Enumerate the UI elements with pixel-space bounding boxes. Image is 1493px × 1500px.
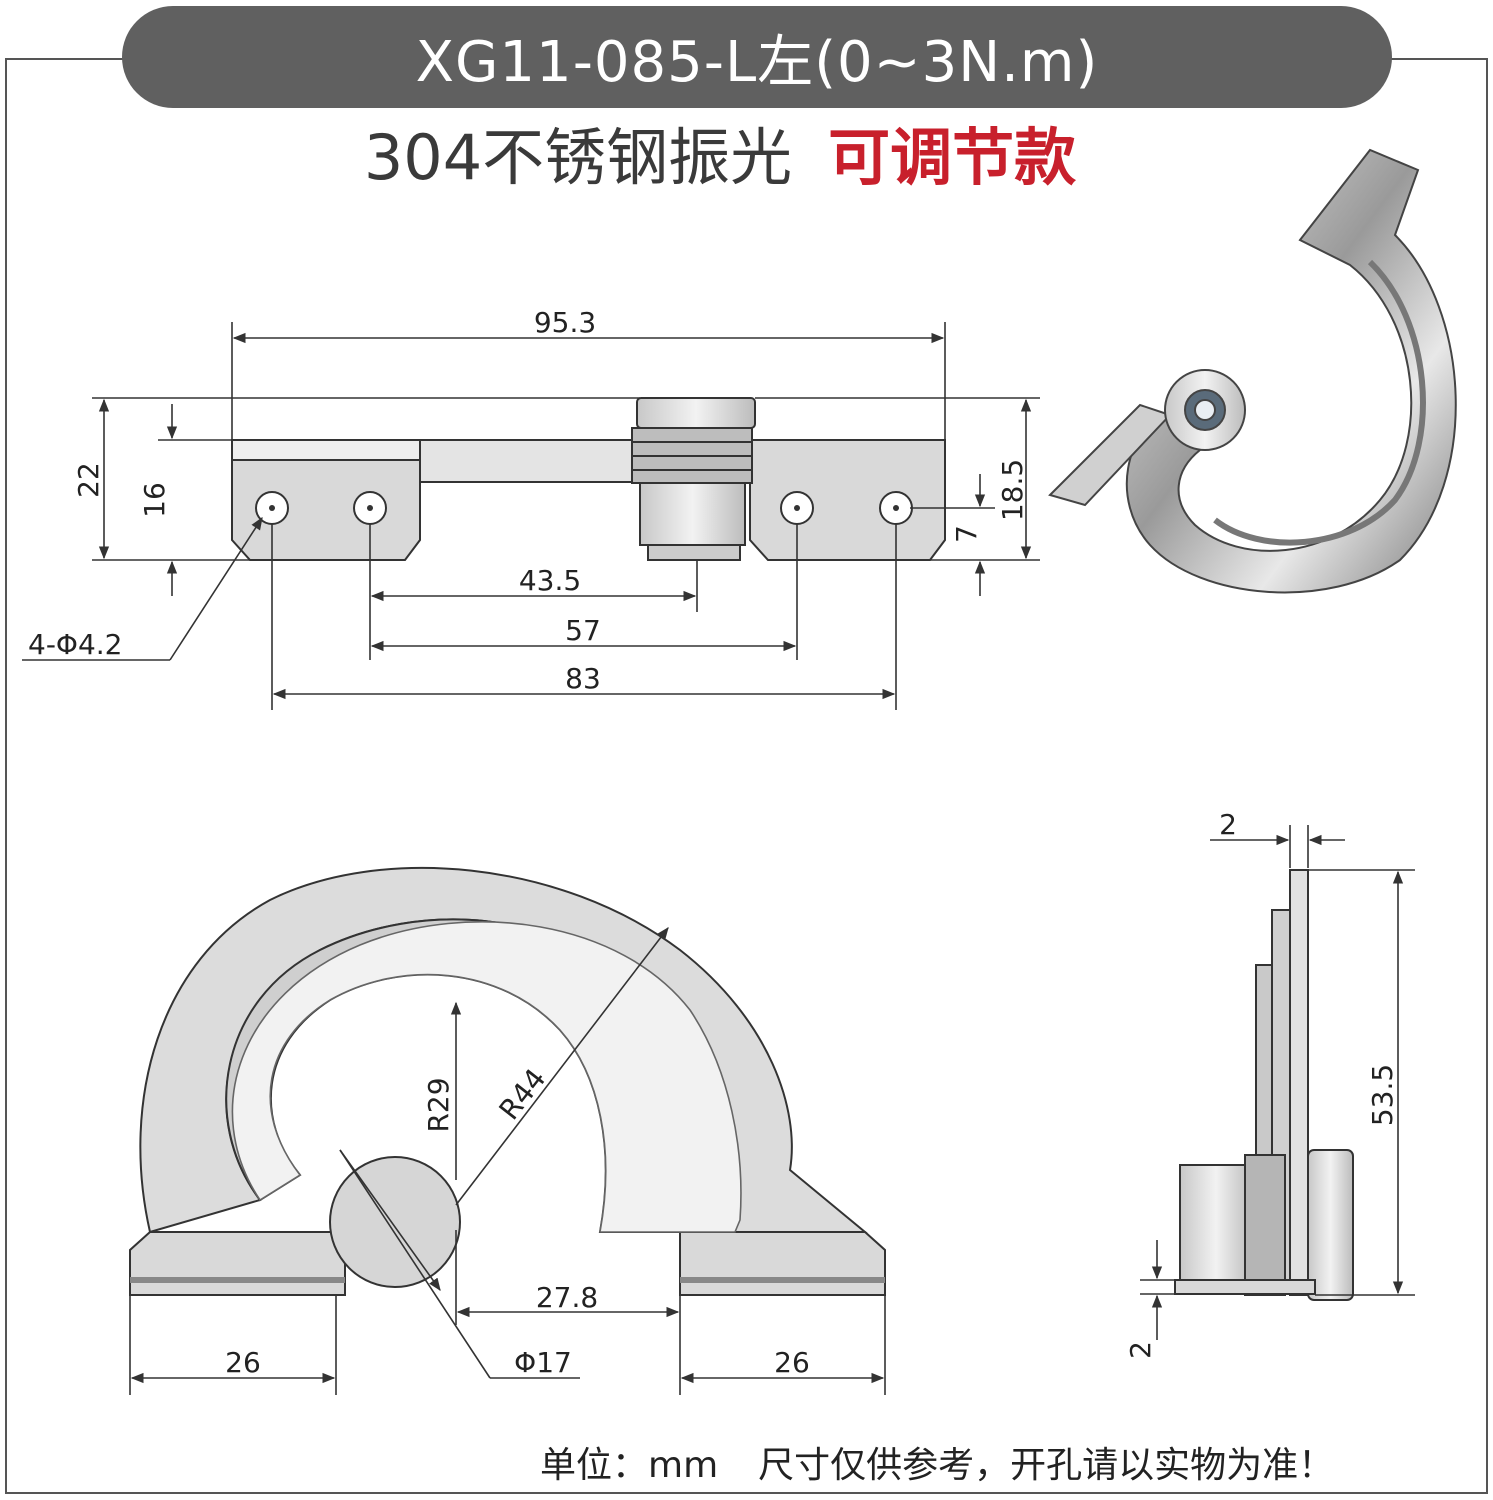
side-spring bbox=[1244, 1154, 1286, 1296]
pivot-hole bbox=[1194, 399, 1216, 421]
dim-holes: 4-Φ4.2 bbox=[28, 628, 123, 661]
connecting-bar bbox=[419, 439, 651, 483]
hook-arm bbox=[1125, 148, 1457, 594]
dim-left-foot: 26 bbox=[225, 1346, 261, 1379]
dim-hole-offset: 7 bbox=[950, 525, 983, 543]
side-base bbox=[1174, 1279, 1316, 1295]
front-base-right bbox=[679, 1231, 886, 1296]
side-view bbox=[1174, 869, 1354, 1301]
footnote: 单位：mm 尺寸仅供参考，开孔请以实物为准！ bbox=[540, 1436, 1334, 1488]
left-plate-top bbox=[231, 439, 421, 461]
material-label: 304不锈钢振光 bbox=[363, 121, 793, 194]
hook-slot bbox=[1213, 259, 1426, 546]
dim-height-outer: 22 bbox=[72, 462, 105, 498]
side-view-dimensions bbox=[1140, 825, 1415, 1340]
hinge-base bbox=[647, 544, 741, 561]
right-plate bbox=[749, 439, 946, 561]
adjustable-label: 可调节款 bbox=[828, 121, 1077, 194]
product-3d-view bbox=[1048, 148, 1457, 594]
dim-side-height: 53.5 bbox=[1366, 1064, 1399, 1126]
dim-57: 57 bbox=[565, 614, 601, 647]
dim-thickness-bottom: 2 bbox=[1124, 1341, 1157, 1359]
dim-83: 83 bbox=[565, 662, 601, 695]
hole-centers bbox=[269, 505, 899, 511]
front-view bbox=[129, 866, 886, 1296]
dim-43-5: 43.5 bbox=[519, 564, 581, 597]
dim-height-right: 18.5 bbox=[996, 459, 1029, 521]
title-banner: XG11-085-L左(0~3N.m) bbox=[122, 6, 1392, 108]
dim-offset: 27.8 bbox=[536, 1281, 598, 1314]
dim-diameter: Φ17 bbox=[514, 1346, 572, 1379]
model-title: XG11-085-L左(0~3N.m) bbox=[415, 29, 1099, 95]
top-view-dimensions bbox=[22, 322, 1040, 710]
front-view-dimensions bbox=[129, 926, 886, 1395]
subtitle: 304不锈钢振光可调节款 bbox=[0, 118, 1440, 198]
unit-note: 单位：mm bbox=[540, 1445, 719, 1486]
top-view bbox=[231, 397, 946, 561]
hinge-cap bbox=[636, 397, 756, 429]
dim-height-inner: 16 bbox=[138, 482, 171, 518]
dim-inner-radius: R29 bbox=[422, 1077, 455, 1132]
side-view-labels: 2 53.5 2 bbox=[1124, 808, 1399, 1359]
dim-outer-radius: R44 bbox=[493, 1062, 553, 1126]
dim-thickness-top: 2 bbox=[1219, 808, 1237, 841]
dim-overall-length: 95.3 bbox=[534, 306, 596, 339]
front-base bbox=[129, 1231, 346, 1296]
top-view-labels: 95.3 22 16 18.5 7 43.5 57 83 4-Φ4.2 bbox=[28, 306, 1029, 695]
side-nut bbox=[1179, 1164, 1253, 1286]
dim-right-foot: 26 bbox=[774, 1346, 810, 1379]
front-view-labels: R29 R44 27.8 Φ17 26 26 bbox=[225, 1062, 810, 1379]
reference-note: 尺寸仅供参考，开孔请以实物为准！ bbox=[758, 1445, 1335, 1486]
hinge-nut bbox=[639, 482, 746, 546]
side-plate bbox=[1289, 869, 1309, 1296]
side-cap bbox=[1307, 1149, 1354, 1301]
pivot-circle bbox=[329, 1156, 461, 1288]
